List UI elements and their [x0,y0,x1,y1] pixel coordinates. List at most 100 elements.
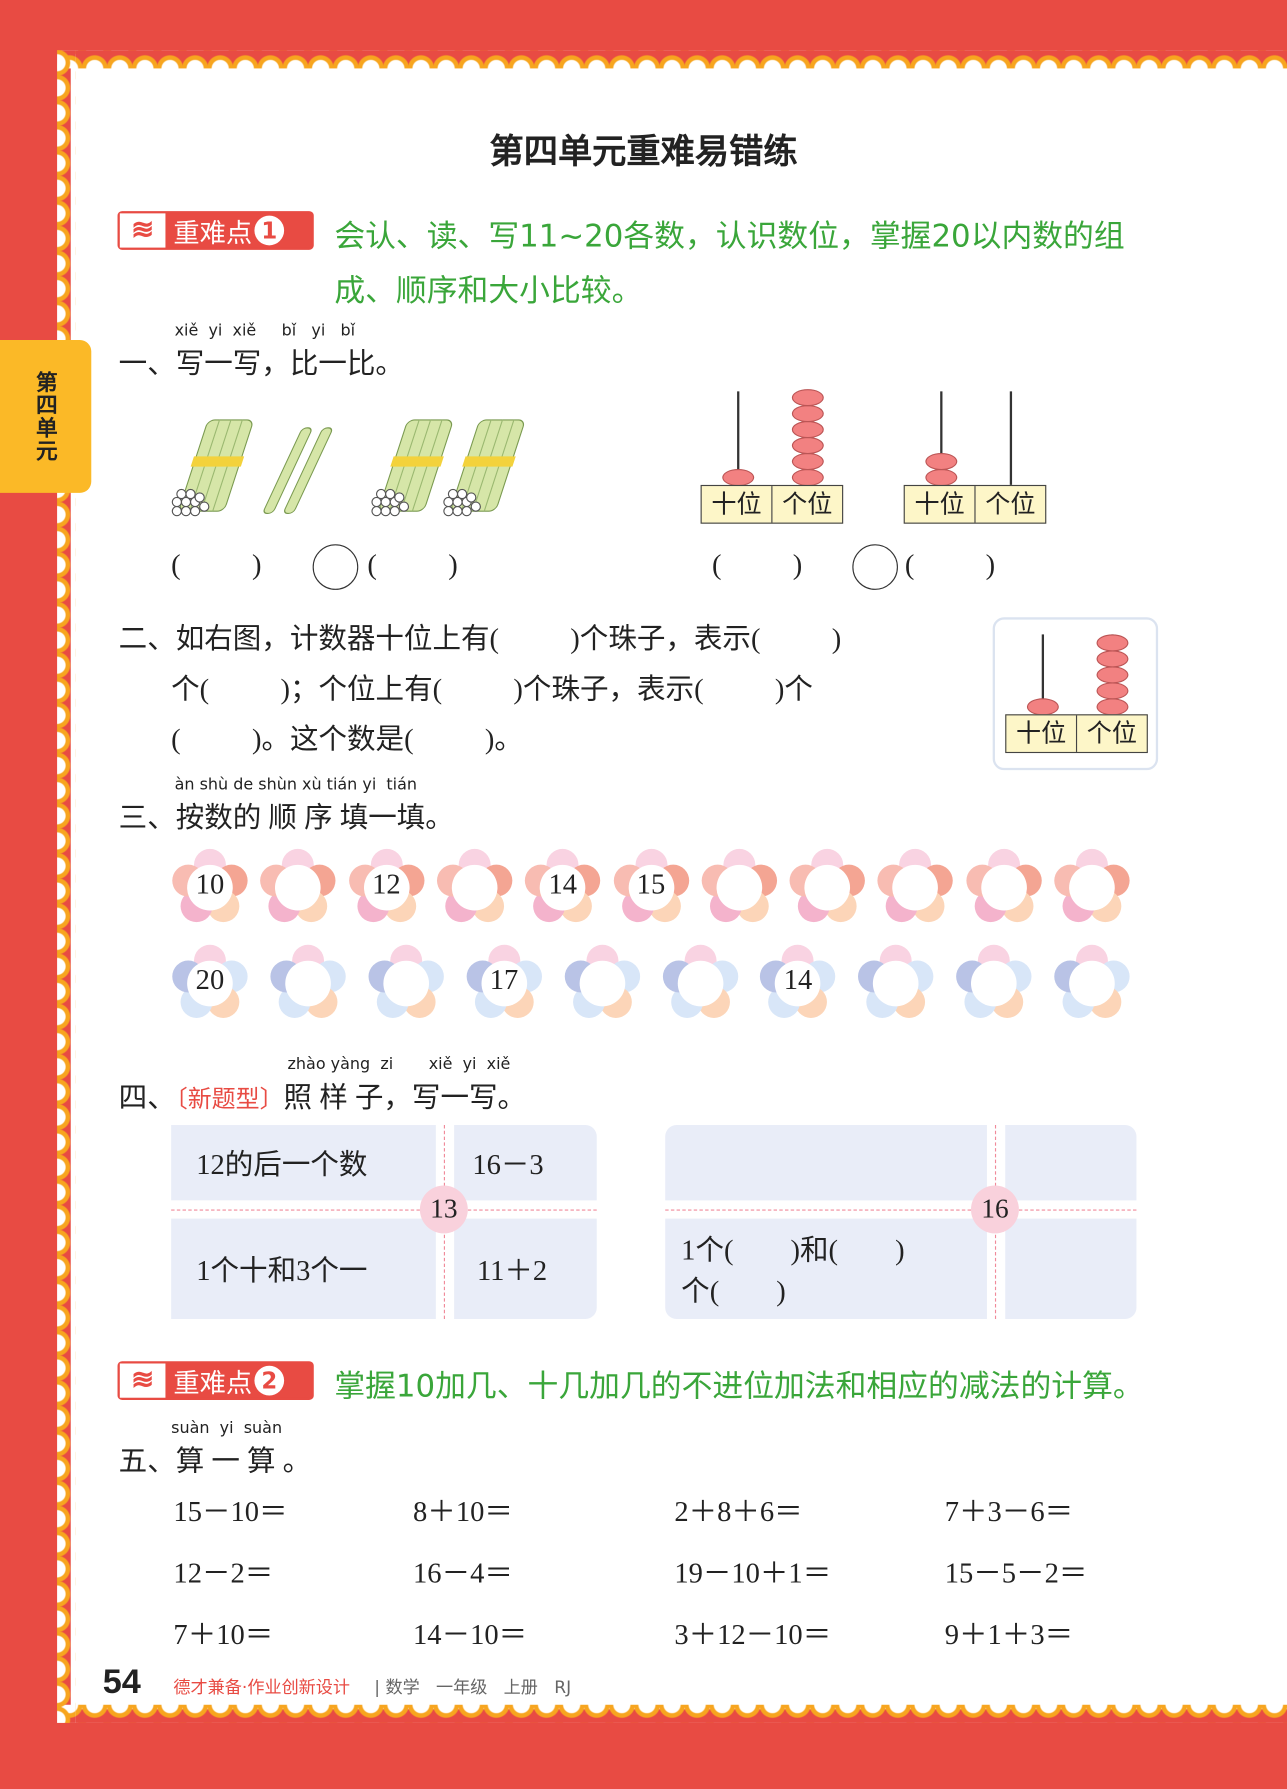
equation[interactable]: 12－2＝ [173,1558,274,1590]
stick-bundles-illustration [171,419,529,517]
flower-blank[interactable] [874,847,956,929]
equation[interactable]: 2＋8＋6＝ [674,1496,803,1528]
badge-label: 重难点 [173,219,253,249]
flower-blank[interactable] [698,847,780,929]
tens-label: 十位 [702,486,773,523]
equation[interactable]: 7＋3－6＝ [944,1496,1074,1528]
flower-blank[interactable] [953,942,1035,1024]
abacus-rod [1009,391,1012,485]
q2-line-3: ( )。这个数是( )。 [171,724,523,756]
page-number: 54 [102,1663,141,1702]
flower-blank[interactable] [257,847,339,929]
q1-blank-1[interactable]: ( ) [171,549,262,581]
flower-number: 20 [195,965,225,997]
flower-center [285,960,331,1007]
footer-info: | 数学 一年级 上册 RJ [374,1677,572,1698]
flower-center [716,864,762,911]
compare-circle-1[interactable] [312,544,359,590]
task-bottom-right[interactable] [1005,1218,1137,1319]
flower-blank[interactable] [561,942,643,1024]
flower-center [579,960,625,1007]
abacus-bead [925,452,958,471]
flower-center [628,864,674,911]
example-top-right: 16－3 [454,1125,597,1201]
example-bottom-right: 11＋2 [454,1218,597,1319]
flower-number: 14 [548,869,577,901]
flower-center [363,864,410,911]
q2-line-2: 个( )；个位上有( )个珠子，表示( )个 [171,674,813,706]
flower-blank[interactable] [365,942,447,1024]
divider [171,1209,597,1211]
example-center-number: 13 [419,1185,468,1234]
task-bottom-left-line-2: 个( ) [681,1276,786,1308]
task-top-left[interactable] [665,1125,987,1201]
abacus-bead [1096,698,1129,716]
flower-center [892,864,939,911]
flower-center [383,960,429,1007]
compare-circle-2[interactable] [852,544,898,590]
abacus-bead [791,452,824,471]
flower-blank[interactable] [345,847,427,929]
flower-blank[interactable] [610,847,692,929]
flower-blank[interactable] [757,942,839,1024]
flower-number: 17 [489,965,519,997]
flower-center [481,960,527,1007]
flower-blank[interactable] [1051,942,1133,1024]
equation[interactable]: 19－10＋1＝ [674,1558,832,1590]
flower-center [677,960,723,1007]
q3-title: 三、按数的 顺 序 填一填。 [118,803,454,835]
wave-icon: ≋ [119,1363,166,1398]
top-wavy-border [57,50,1287,69]
flower-blank[interactable] [463,942,545,1024]
flower-number: 14 [783,965,813,997]
q1-blank-3[interactable]: ( ) [711,549,803,581]
flower-blank[interactable] [169,847,251,929]
q4-pinyin: zhào yàng zi xiě yi xiě [287,1055,511,1074]
flower-blank[interactable] [433,847,515,929]
abacus-bead [1096,682,1129,700]
flower-blank[interactable] [786,847,868,929]
equation[interactable]: 9＋1＋3＝ [944,1620,1074,1652]
equation[interactable]: 14－10＝ [413,1620,528,1652]
flower-blank[interactable] [963,847,1045,929]
task-top-right[interactable] [1005,1125,1137,1201]
flower-blank[interactable] [659,942,741,1024]
wave-icon: ≋ [119,213,166,248]
footer-series: 德才兼备·作业创新设计 [173,1677,351,1698]
equation[interactable]: 15－10＝ [173,1496,288,1528]
q1-blank-2[interactable]: ( ) [367,549,458,581]
q1-blank-4[interactable]: ( ) [904,549,996,581]
badge-label: 重难点 [173,1369,253,1399]
unit-side-tab: 第四单元 [0,340,92,493]
equation[interactable]: 3＋12－10＝ [674,1620,832,1652]
abacus-bead [1026,698,1059,716]
flower-blank[interactable] [169,942,251,1024]
badge-number: 2 [254,1365,285,1396]
page-title: 第四单元重难易错练 [489,132,798,173]
flower-center [775,960,821,1007]
example-bottom-left: 1个十和3个一 [171,1218,436,1319]
abacus-bead [925,468,958,487]
task-bottom-left[interactable]: 1个( )和( ) 个( ) [665,1218,987,1319]
equation[interactable]: 7＋10＝ [173,1620,274,1652]
equation[interactable]: 16－4＝ [413,1558,513,1590]
flower-blank[interactable] [267,942,349,1024]
q4-title: 四、〔新题型〕照 样 子，写一写。 [119,1075,526,1116]
equation[interactable]: 8＋10＝ [413,1496,513,1528]
flower-center [804,864,851,911]
abacus-bead [1096,650,1129,668]
bottom-wavy-border [57,1704,1287,1723]
q2-abacus-card [992,617,1159,771]
flower-blank[interactable] [855,942,937,1024]
key-point-2-text: 掌握10加几、十几加几的不进位加法和相应的减法的计算。 [334,1369,1144,1405]
flower-center [873,960,919,1007]
stick-bundle [371,419,457,517]
flower-blank[interactable] [1051,847,1133,929]
equation[interactable]: 15－5－2＝ [944,1558,1088,1590]
flower-center [187,960,233,1007]
stick-bundle [171,419,257,517]
example-top-left: 12的后一个数 [171,1125,436,1201]
flower-blank[interactable] [522,847,604,929]
flower-center [275,864,321,911]
